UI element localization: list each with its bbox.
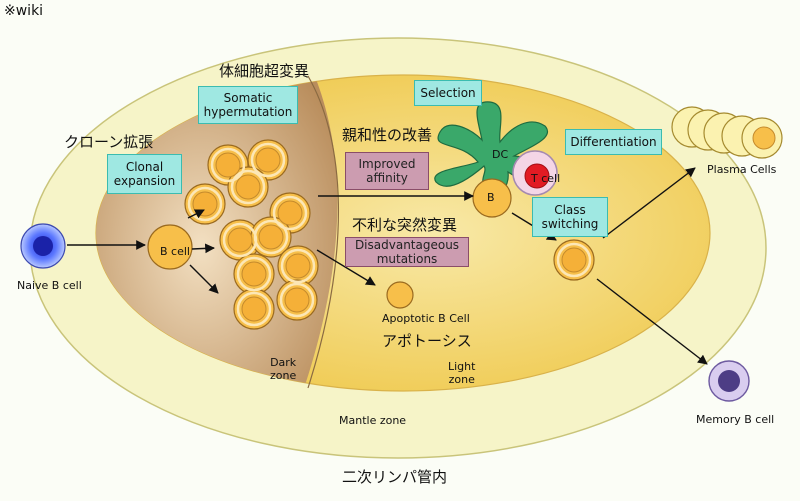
dark-zone-border xyxy=(307,75,340,389)
differentiation-box: Differentiation xyxy=(565,129,662,155)
b-small-label: B xyxy=(487,191,495,204)
selection-box: Selection xyxy=(414,80,482,106)
wiki-mark: ※wiki xyxy=(4,3,44,19)
plasma-cells-label: Plasma Cells xyxy=(707,163,777,176)
b-cell-label: B cell xyxy=(160,245,190,258)
memory-b-cell-label: Memory B cell xyxy=(696,413,775,426)
memory-b-cell-nucleus xyxy=(718,370,740,392)
naive-b-cell-nucleus xyxy=(33,236,53,256)
dark-zone-label: Dark zone xyxy=(270,356,297,382)
lymph-jp-label: 二次リンパ管内 xyxy=(342,468,448,486)
naive-b-cell-label: Naive B cell xyxy=(17,279,82,292)
affinity-jp-label: 親和性の改善 xyxy=(342,126,433,144)
dc-label: DC xyxy=(492,148,509,161)
improved-affinity-box: Improved affinity xyxy=(345,152,429,190)
apoptotic-b-cell-label: Apoptotic B Cell xyxy=(382,312,470,325)
clonal-expansion-box: Clonal expansion xyxy=(107,154,182,194)
class-switching-box: Class switching xyxy=(532,197,608,237)
mantle-zone-label: Mantle zone xyxy=(339,414,407,427)
somatic-hypermutation-box: Somatic hypermutation xyxy=(198,86,298,124)
plasma-cells xyxy=(671,106,783,159)
b-cell-nuclei xyxy=(192,147,587,322)
b-cell-rims xyxy=(187,142,592,327)
t-cell-label: T cell xyxy=(531,172,561,185)
somatic-jp-label: 体細胞超変異 xyxy=(219,62,310,80)
t-cell-nucleus xyxy=(524,163,550,189)
apoptosis-jp-label: アポトーシス xyxy=(382,332,472,350)
light-zone-label: Light zone xyxy=(448,360,476,386)
disadvantageous-mutations-box: Disadvantageous mutations xyxy=(345,237,469,267)
adverse-jp-label: 不利な突然変異 xyxy=(352,216,458,234)
clonal-jp-label: クローン拡張 xyxy=(64,133,154,151)
